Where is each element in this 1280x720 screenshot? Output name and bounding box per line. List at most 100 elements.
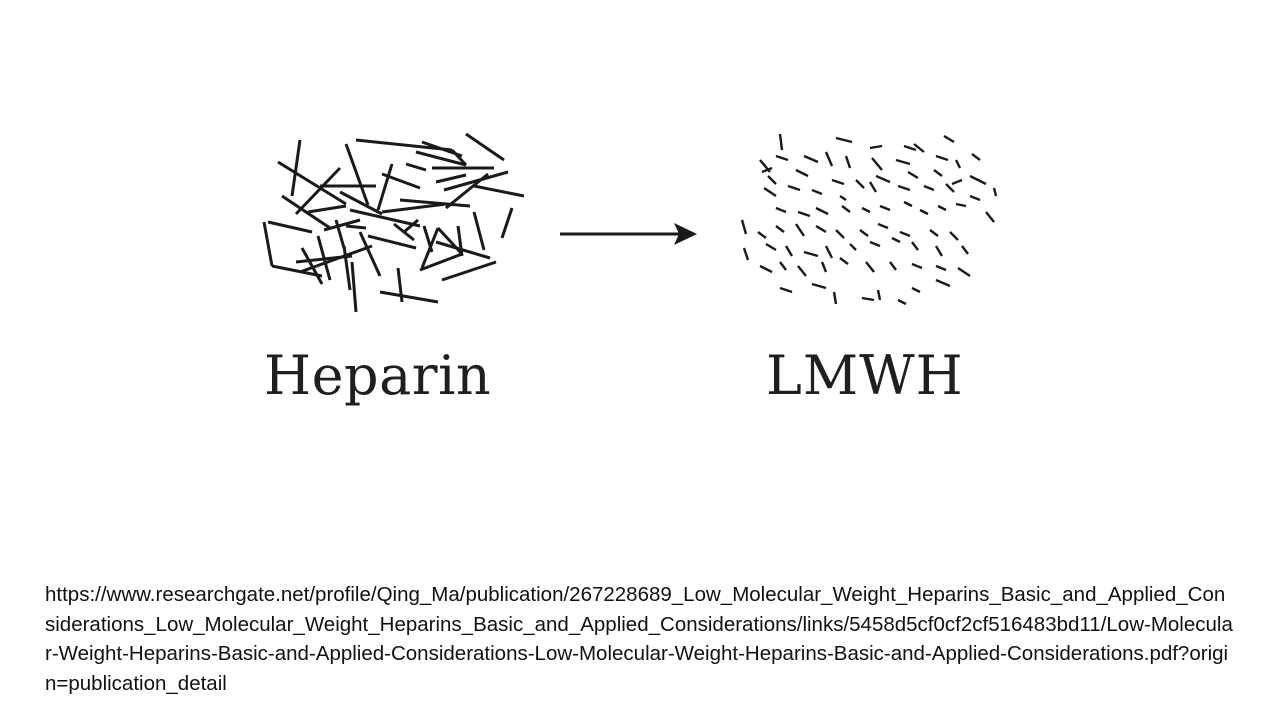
short-chain-fragment: [797, 265, 807, 277]
short-chain-fragment: [871, 157, 883, 171]
long-chain-segment: [307, 204, 347, 214]
long-chain-segment: [472, 211, 486, 251]
long-chain-segment: [473, 184, 525, 198]
short-chain-fragment: [868, 181, 878, 193]
short-chain-fragment: [934, 245, 944, 257]
short-chain-fragment: [935, 278, 951, 288]
short-chain-fragment: [841, 205, 851, 213]
long-chain-segment: [267, 220, 313, 234]
transform-arrow: [560, 223, 697, 245]
arrow-head: [674, 223, 697, 245]
short-chain-fragment: [935, 154, 949, 162]
short-chain-fragment: [861, 296, 875, 302]
short-chain-fragment: [869, 144, 883, 150]
short-chain-fragment: [955, 202, 967, 208]
short-chain-fragment: [811, 188, 823, 196]
short-chain-fragment: [919, 208, 929, 216]
short-chain-fragment: [933, 169, 943, 177]
short-chain-fragment: [763, 187, 777, 197]
short-chain-fragment: [911, 241, 919, 251]
short-chain-fragment: [761, 166, 773, 174]
lmwh-short-chains: [740, 133, 998, 306]
long-chain-segment: [300, 247, 324, 285]
long-chain-segment: [441, 260, 497, 282]
long-chain-segment: [367, 234, 417, 250]
short-chain-fragment: [929, 229, 939, 237]
short-chain-fragment: [869, 240, 881, 248]
short-chain-fragment: [824, 245, 834, 259]
short-chain-fragment: [824, 151, 834, 167]
long-chain-segment: [350, 261, 358, 313]
short-chain-fragment: [937, 204, 947, 212]
short-chain-fragment: [820, 261, 828, 273]
short-chain-fragment: [849, 243, 857, 251]
short-chain-fragment: [775, 154, 789, 162]
long-chain-segment: [349, 208, 421, 228]
long-chain-segment: [376, 163, 394, 211]
short-chain-fragment: [832, 291, 838, 305]
long-chain-segment: [271, 264, 323, 278]
short-chain-fragment: [945, 183, 955, 193]
short-chain-fragment: [877, 222, 889, 230]
short-chain-fragment: [839, 257, 849, 265]
short-chain-fragment: [969, 194, 981, 202]
short-chain-fragment: [913, 143, 925, 153]
long-chain-segment: [323, 218, 361, 232]
long-chain-segment: [403, 218, 419, 234]
long-chain-segment: [358, 231, 382, 277]
short-chain-fragment: [775, 225, 785, 233]
long-chain-segment: [435, 240, 491, 260]
long-chain-segment: [381, 172, 421, 190]
short-chain-fragment: [742, 247, 750, 261]
long-chain-segment: [334, 219, 346, 249]
short-chain-fragment: [951, 178, 963, 186]
lmwh-label: LMWH: [766, 344, 964, 407]
short-chain-fragment: [903, 200, 913, 208]
short-chain-fragment: [899, 230, 911, 238]
short-chain-fragment: [891, 236, 901, 244]
short-chain-fragment: [815, 206, 829, 216]
long-chain-segment: [415, 150, 467, 167]
long-chain-segment: [456, 225, 464, 257]
short-chain-fragment: [903, 144, 917, 152]
long-chain-segment: [396, 267, 404, 303]
short-chain-fragment: [779, 286, 793, 294]
short-chain-fragment: [992, 187, 998, 197]
heparin-long-chains: [262, 132, 525, 313]
short-chain-fragment: [889, 261, 897, 271]
short-chain-fragment: [935, 264, 947, 272]
short-chain-fragment: [757, 231, 767, 239]
long-chain-segment: [262, 221, 274, 267]
long-chain-segment: [443, 170, 509, 192]
short-chain-fragment: [815, 224, 827, 234]
long-chain-segment: [344, 143, 370, 206]
long-chain-segment: [445, 172, 489, 210]
short-chain-fragment: [778, 133, 784, 151]
short-chain-fragment: [831, 178, 845, 186]
long-chain-segment: [405, 162, 427, 172]
long-chain-segment: [465, 132, 505, 162]
short-chain-fragment: [803, 154, 819, 164]
short-chain-fragment: [835, 229, 845, 239]
short-chain-fragment: [767, 175, 777, 185]
short-chain-fragment: [969, 174, 987, 186]
short-chain-fragment: [855, 179, 865, 189]
short-chain-fragment: [985, 211, 995, 223]
short-chain-fragment: [875, 174, 891, 184]
long-chain-segment: [381, 202, 447, 214]
short-chain-fragment: [897, 184, 911, 192]
short-chain-fragment: [811, 282, 827, 290]
long-chain-segment: [281, 194, 331, 230]
long-chain-segment: [435, 173, 467, 184]
short-chain-fragment: [795, 223, 805, 237]
short-chain-fragment: [844, 155, 852, 169]
short-chain-fragment: [879, 204, 891, 212]
long-chain-segment: [421, 140, 463, 158]
long-chain-segment: [277, 160, 347, 206]
long-chain-segment: [419, 252, 463, 272]
short-chain-fragment: [765, 242, 777, 252]
long-chain-segment: [290, 139, 302, 197]
short-chain-fragment: [784, 245, 794, 257]
long-chain-segment: [342, 245, 352, 291]
